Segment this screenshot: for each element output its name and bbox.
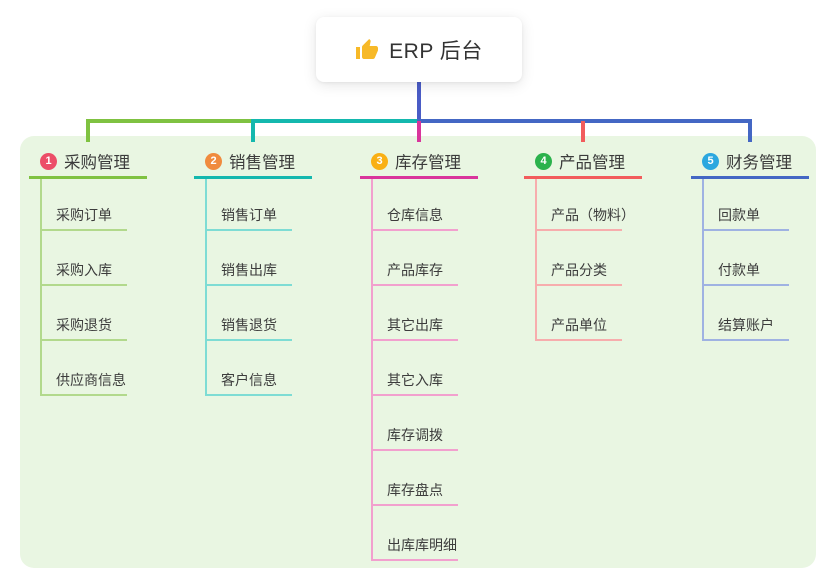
branch-spine-line [40,179,42,396]
branch-number-badge: 3 [371,152,388,170]
branch-number-badge: 5 [702,152,719,170]
child-node-underline [205,284,292,286]
child-node-underline [40,339,127,341]
branch-drop-line [581,121,585,142]
bus-segment-middle [251,119,421,123]
child-node[interactable]: 其它入库 [387,372,443,388]
child-node[interactable]: 付款单 [718,262,760,278]
branch-drop-line [86,119,90,142]
root-node[interactable]: ERP 后台 [316,17,522,82]
branch-node-3[interactable]: 3 库存管理 [371,150,461,172]
branch-title-underline [691,176,809,179]
branch-number-badge: 1 [40,152,57,170]
branch-drop-line [251,119,255,142]
child-node[interactable]: 产品单位 [551,317,607,333]
child-node-underline [535,284,622,286]
branch-node-5[interactable]: 5 财务管理 [702,150,792,172]
branch-number-badge: 4 [535,152,552,170]
branch-node-label: 财务管理 [726,154,792,172]
branches-background-panel [20,136,816,568]
child-node[interactable]: 产品库存 [387,262,443,278]
branch-node-1[interactable]: 1 采购管理 [40,150,130,172]
child-node[interactable]: 结算账户 [718,317,774,333]
branch-spine-line [535,179,537,341]
child-node[interactable]: 销售订单 [221,207,277,223]
branch-node-label: 库存管理 [395,154,461,172]
branch-spine-line [702,179,704,341]
branch-spine-line [205,179,207,396]
child-node[interactable]: 采购退货 [56,317,112,333]
branch-drop-line [748,119,752,142]
child-node-underline [702,229,789,231]
child-node[interactable]: 产品（物料） [551,207,635,223]
branch-node-label: 销售管理 [229,154,295,172]
child-node[interactable]: 出库库明细 [387,537,457,553]
child-node-underline [371,449,458,451]
child-node[interactable]: 销售出库 [221,262,277,278]
branch-title-underline [524,176,642,179]
child-node-underline [40,284,127,286]
branch-number-badge: 2 [205,152,222,170]
child-node-underline [205,229,292,231]
branch-node-2[interactable]: 2 销售管理 [205,150,295,172]
root-connector-line [417,82,421,123]
branch-spine-line [371,179,373,561]
bus-segment-left [86,119,255,123]
branch-title-underline [360,176,478,179]
child-node-underline [371,559,458,561]
child-node[interactable]: 销售退货 [221,317,277,333]
thumbs-up-icon [355,38,379,62]
child-node-underline [535,339,622,341]
child-node[interactable]: 其它出库 [387,317,443,333]
branch-title-underline [29,176,147,179]
child-node[interactable]: 供应商信息 [56,372,126,388]
branch-node-label: 采购管理 [64,154,130,172]
branch-node-4[interactable]: 4 产品管理 [535,150,625,172]
child-node-underline [535,229,622,231]
child-node-underline [371,504,458,506]
child-node[interactable]: 库存盘点 [387,482,443,498]
child-node-underline [205,394,292,396]
child-node-underline [371,339,458,341]
child-node[interactable]: 产品分类 [551,262,607,278]
branch-drop-line [417,121,421,142]
child-node[interactable]: 仓库信息 [387,207,443,223]
child-node[interactable]: 库存调拨 [387,427,443,443]
child-node-underline [371,394,458,396]
child-node[interactable]: 采购入库 [56,262,112,278]
child-node-underline [371,284,458,286]
child-node[interactable]: 客户信息 [221,372,277,388]
child-node-underline [702,284,789,286]
root-node-label: ERP 后台 [389,39,483,63]
branch-node-label: 产品管理 [559,154,625,172]
child-node-underline [40,394,127,396]
child-node-underline [205,339,292,341]
child-node-underline [371,229,458,231]
child-node-underline [40,229,127,231]
child-node-underline [702,339,789,341]
child-node[interactable]: 采购订单 [56,207,112,223]
branch-title-underline [194,176,312,179]
child-node[interactable]: 回款单 [718,207,760,223]
